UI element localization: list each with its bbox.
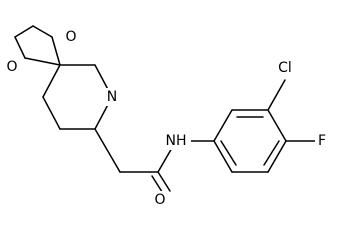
atom-layer: O O N NH O Cl F xyxy=(4,28,329,209)
atom-o-carbonyl: O xyxy=(152,191,168,209)
atom-n-ring-bg xyxy=(104,88,120,106)
bond-benzene-1 xyxy=(213,109,233,142)
bond-dioxolane-1 xyxy=(14,25,34,38)
bond-carbonyl-double-a xyxy=(157,171,171,192)
atom-o-carbonyl-bg xyxy=(152,191,168,209)
bond-n-ch2 xyxy=(94,128,121,173)
bond-layer xyxy=(14,25,321,196)
atom-o-lower-bg xyxy=(4,58,20,76)
atom-f-bg xyxy=(315,132,329,150)
atom-o-upper-bg xyxy=(63,28,79,46)
atom-o-upper-label: O xyxy=(65,29,76,45)
atom-o-upper: O xyxy=(63,28,79,46)
bond-piperidine-5 xyxy=(42,96,61,130)
atom-f-label: F xyxy=(318,133,326,149)
bond-dioxolane-4 xyxy=(51,36,61,66)
bond-benzene-inner-2 xyxy=(263,140,280,166)
atom-o-carbonyl-label: O xyxy=(154,192,165,208)
bond-benzene-4 xyxy=(267,140,287,173)
atom-n-ring: N xyxy=(104,88,120,106)
atom-cl-label: Cl xyxy=(278,60,292,76)
bond-benzene-6 xyxy=(213,140,233,173)
atom-f: F xyxy=(315,132,329,150)
bond-piperidine-6 xyxy=(42,64,61,98)
bond-benzene-3 xyxy=(267,109,287,142)
atom-o-lower: O xyxy=(4,58,20,76)
bond-dioxolane-2 xyxy=(14,36,26,59)
chemical-structure: O O N NH O Cl F xyxy=(4,25,329,209)
atom-cl: Cl xyxy=(274,59,296,77)
atom-n-amide: NH xyxy=(161,132,191,150)
atom-o-lower-label: O xyxy=(6,59,17,75)
bond-ring-cl xyxy=(267,79,286,111)
atom-n-amide-label: NH xyxy=(166,133,187,149)
bond-benzene-inner-3 xyxy=(220,140,237,166)
atom-n-amide-bg xyxy=(161,132,191,150)
bond-dioxolane-5 xyxy=(24,57,61,66)
atom-cl-bg xyxy=(274,59,296,77)
bond-dioxolane-3 xyxy=(32,25,53,38)
atom-n-ring-label: N xyxy=(107,89,117,105)
